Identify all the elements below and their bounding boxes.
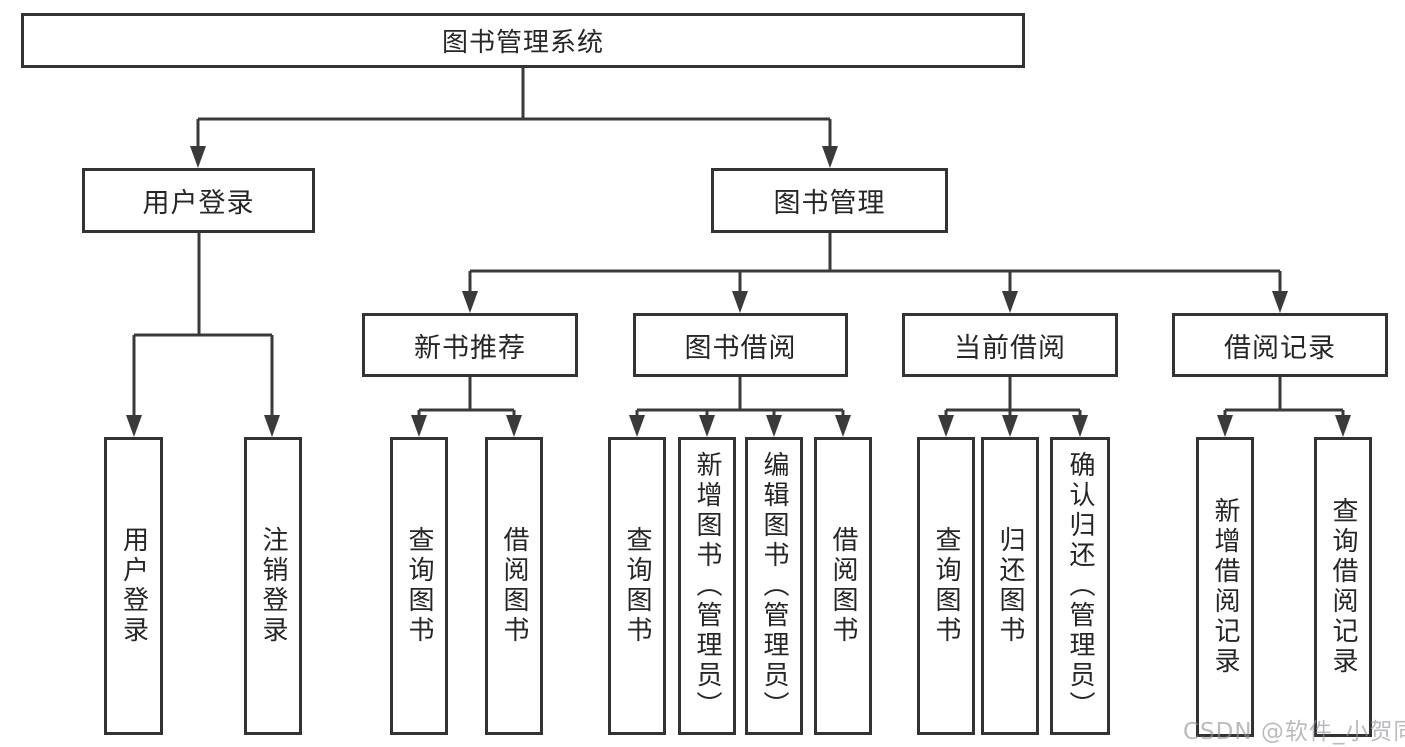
node-book-borrow: 图书借阅: [633, 313, 848, 377]
leaf-edit-book-admin: 编辑图书（管理员）: [745, 437, 803, 735]
node-borrow-record: 借阅记录: [1172, 313, 1388, 377]
node-label: 注销登录: [258, 526, 288, 646]
arrowheads: [126, 146, 1351, 437]
node-label: 图书借阅: [684, 332, 797, 364]
node-new-book-recommend: 新书推荐: [362, 313, 578, 377]
node-user-login: 用户登录: [82, 168, 315, 233]
node-label: 确认归还（管理员）: [1065, 451, 1095, 721]
node-label: 借阅图书: [499, 526, 529, 646]
leaf-query-book-1: 查询图书: [390, 437, 448, 735]
node-label: 图书管理系统: [441, 28, 604, 58]
node-label: 图书管理: [773, 188, 886, 219]
node-label: 新书推荐: [414, 332, 526, 364]
node-label: 当前借阅: [954, 332, 1066, 364]
leaf-confirm-return-admin: 确认归还（管理员）: [1050, 437, 1110, 735]
leaf-query-book-3: 查询图书: [917, 437, 975, 735]
node-current-borrow: 当前借阅: [902, 313, 1118, 377]
node-label: 新增借阅记录: [1210, 497, 1240, 677]
node-label: 查询图书: [404, 526, 434, 646]
node-label: 归还图书: [995, 526, 1025, 646]
leaf-borrow-book-2: 借阅图书: [814, 437, 872, 735]
node-label: 新增图书（管理员）: [692, 451, 722, 721]
leaf-borrow-book-1: 借阅图书: [485, 437, 543, 735]
node-label: 用户登录: [118, 526, 149, 646]
leaf-add-borrow-record: 新增借阅记录: [1196, 437, 1254, 737]
node-label: 用户登录: [142, 188, 255, 219]
leaf-user-login: 用户登录: [104, 437, 163, 735]
leaf-logout: 注销登录: [244, 437, 302, 735]
node-label: 查询借阅记录: [1328, 497, 1358, 677]
node-label: 查询图书: [931, 526, 961, 646]
node-label: 借阅图书: [828, 526, 858, 646]
node-root-system: 图书管理系统: [21, 13, 1025, 68]
leaf-add-book-admin: 新增图书（管理员）: [678, 437, 736, 735]
leaf-query-borrow-record: 查询借阅记录: [1314, 437, 1372, 737]
node-label: 编辑图书（管理员）: [759, 451, 789, 721]
node-label: 借阅记录: [1224, 332, 1336, 364]
leaf-query-book-2: 查询图书: [608, 437, 666, 735]
node-label: 查询图书: [622, 526, 652, 646]
node-book-management: 图书管理: [711, 168, 948, 233]
leaf-return-book: 归还图书: [981, 437, 1039, 735]
csdn-watermark: CSDN @软件_小贺同学: [1183, 719, 1405, 745]
